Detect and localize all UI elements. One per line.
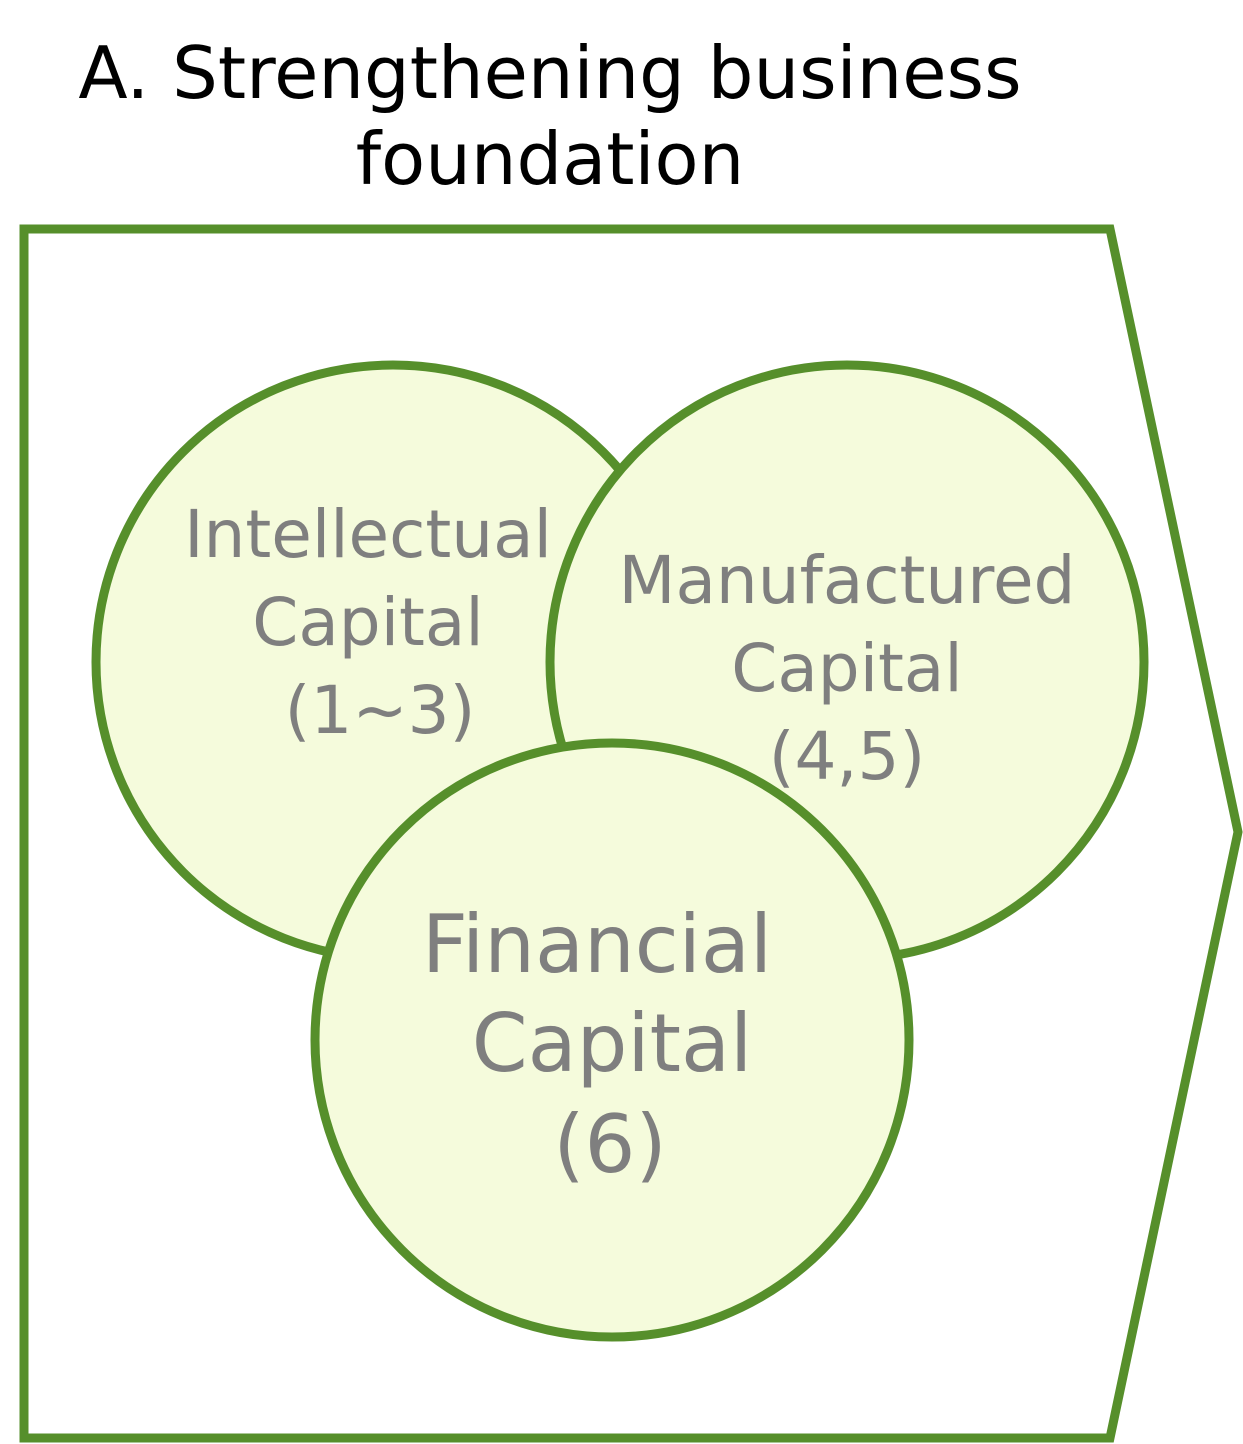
title-line-2: foundation (355, 117, 745, 201)
manufactured-line-2: Capital (731, 630, 962, 707)
financial-line-3: (6) (553, 1098, 666, 1191)
title-line-1: A. Strengthening business (78, 31, 1022, 115)
intellectual-line-2: Capital (252, 584, 483, 661)
financial-line-1: Financial (422, 898, 772, 991)
manufactured-line-1: Manufactured (619, 542, 1076, 619)
label-manufactured-capital: Manufactured Capital (4,5) (619, 542, 1076, 795)
label-intellectual-capital: Intellectual Capital (1~3) (184, 496, 552, 749)
intellectual-line-1: Intellectual (184, 496, 552, 573)
circle-financial-capital (310, 738, 914, 1342)
financial-line-2: Capital (472, 997, 753, 1090)
manufactured-line-3: (4,5) (769, 718, 925, 795)
intellectual-line-3: (1~3) (285, 672, 476, 749)
diagram-title: A. Strengthening business foundation (0, 30, 1100, 202)
label-financial-capital: Financial Capital (6) (422, 898, 772, 1191)
